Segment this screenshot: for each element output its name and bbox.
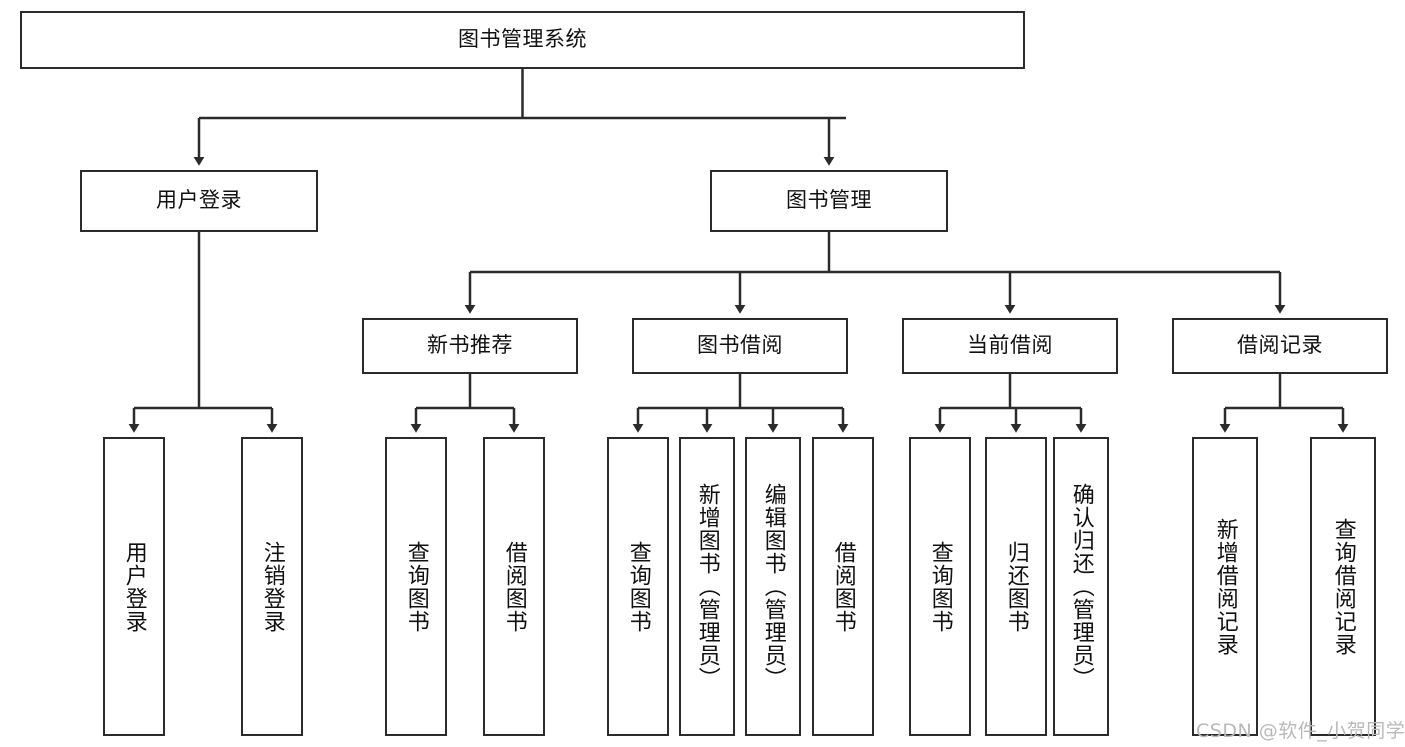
node-new-book-recommend[interactable]: 新书推荐	[362, 318, 578, 374]
node-label: 图书借阅	[697, 333, 783, 358]
leaf-borrow-book-newbook[interactable]: 借阅图书	[483, 437, 545, 736]
leaf-borrow-book[interactable]: 借阅图书	[812, 437, 874, 736]
node-label: 新书推荐	[427, 333, 513, 358]
node-label: 查询借阅记录	[1330, 517, 1356, 656]
node-borrow-record[interactable]: 借阅记录	[1172, 318, 1388, 374]
node-label: 查询图书	[625, 540, 651, 633]
csdn-watermark: CSDN @软件_小贺同学	[1196, 720, 1405, 742]
leaf-return-book[interactable]: 归还图书	[985, 437, 1047, 736]
leaf-user-login[interactable]: 用户登录	[103, 437, 165, 736]
leaf-add-book-admin[interactable]: 新增图书（管理员）	[679, 437, 735, 736]
node-label: 图书管理	[786, 188, 872, 213]
node-label: 当前借阅	[967, 333, 1053, 358]
node-label: 借阅记录	[1237, 333, 1323, 358]
node-book-borrow[interactable]: 图书借阅	[632, 318, 848, 374]
node-label: 借阅图书	[501, 540, 527, 633]
leaf-query-book-newbook[interactable]: 查询图书	[385, 437, 447, 736]
node-current-borrow[interactable]: 当前借阅	[902, 318, 1118, 374]
node-label: 归还图书	[1003, 540, 1029, 633]
leaf-add-borrow-record[interactable]: 新增借阅记录	[1192, 437, 1258, 736]
node-label: 借阅图书	[830, 540, 856, 633]
node-label: 注销登录	[259, 540, 285, 633]
node-label: 用户登录	[121, 540, 147, 633]
node-label: 查询图书	[927, 540, 953, 633]
node-label: 用户登录	[156, 188, 242, 213]
leaf-edit-book-admin[interactable]: 编辑图书（管理员）	[745, 437, 801, 736]
node-user-login[interactable]: 用户登录	[80, 170, 318, 232]
leaf-query-borrow-record[interactable]: 查询借阅记录	[1310, 437, 1376, 736]
node-label: 新增图书（管理员）	[694, 483, 720, 690]
leaf-query-book-borrow[interactable]: 查询图书	[607, 437, 669, 736]
node-root-system[interactable]: 图书管理系统	[20, 11, 1025, 69]
leaf-logout[interactable]: 注销登录	[241, 437, 303, 736]
node-book-management[interactable]: 图书管理	[710, 170, 948, 232]
node-label: 查询图书	[403, 540, 429, 633]
node-label: 确认归还（管理员）	[1068, 483, 1094, 690]
node-label: 图书管理系统	[458, 27, 587, 52]
node-label: 新增借阅记录	[1212, 517, 1238, 656]
leaf-confirm-return-admin[interactable]: 确认归还（管理员）	[1053, 437, 1109, 736]
leaf-query-book-current[interactable]: 查询图书	[909, 437, 971, 736]
node-label: 编辑图书（管理员）	[760, 483, 786, 690]
